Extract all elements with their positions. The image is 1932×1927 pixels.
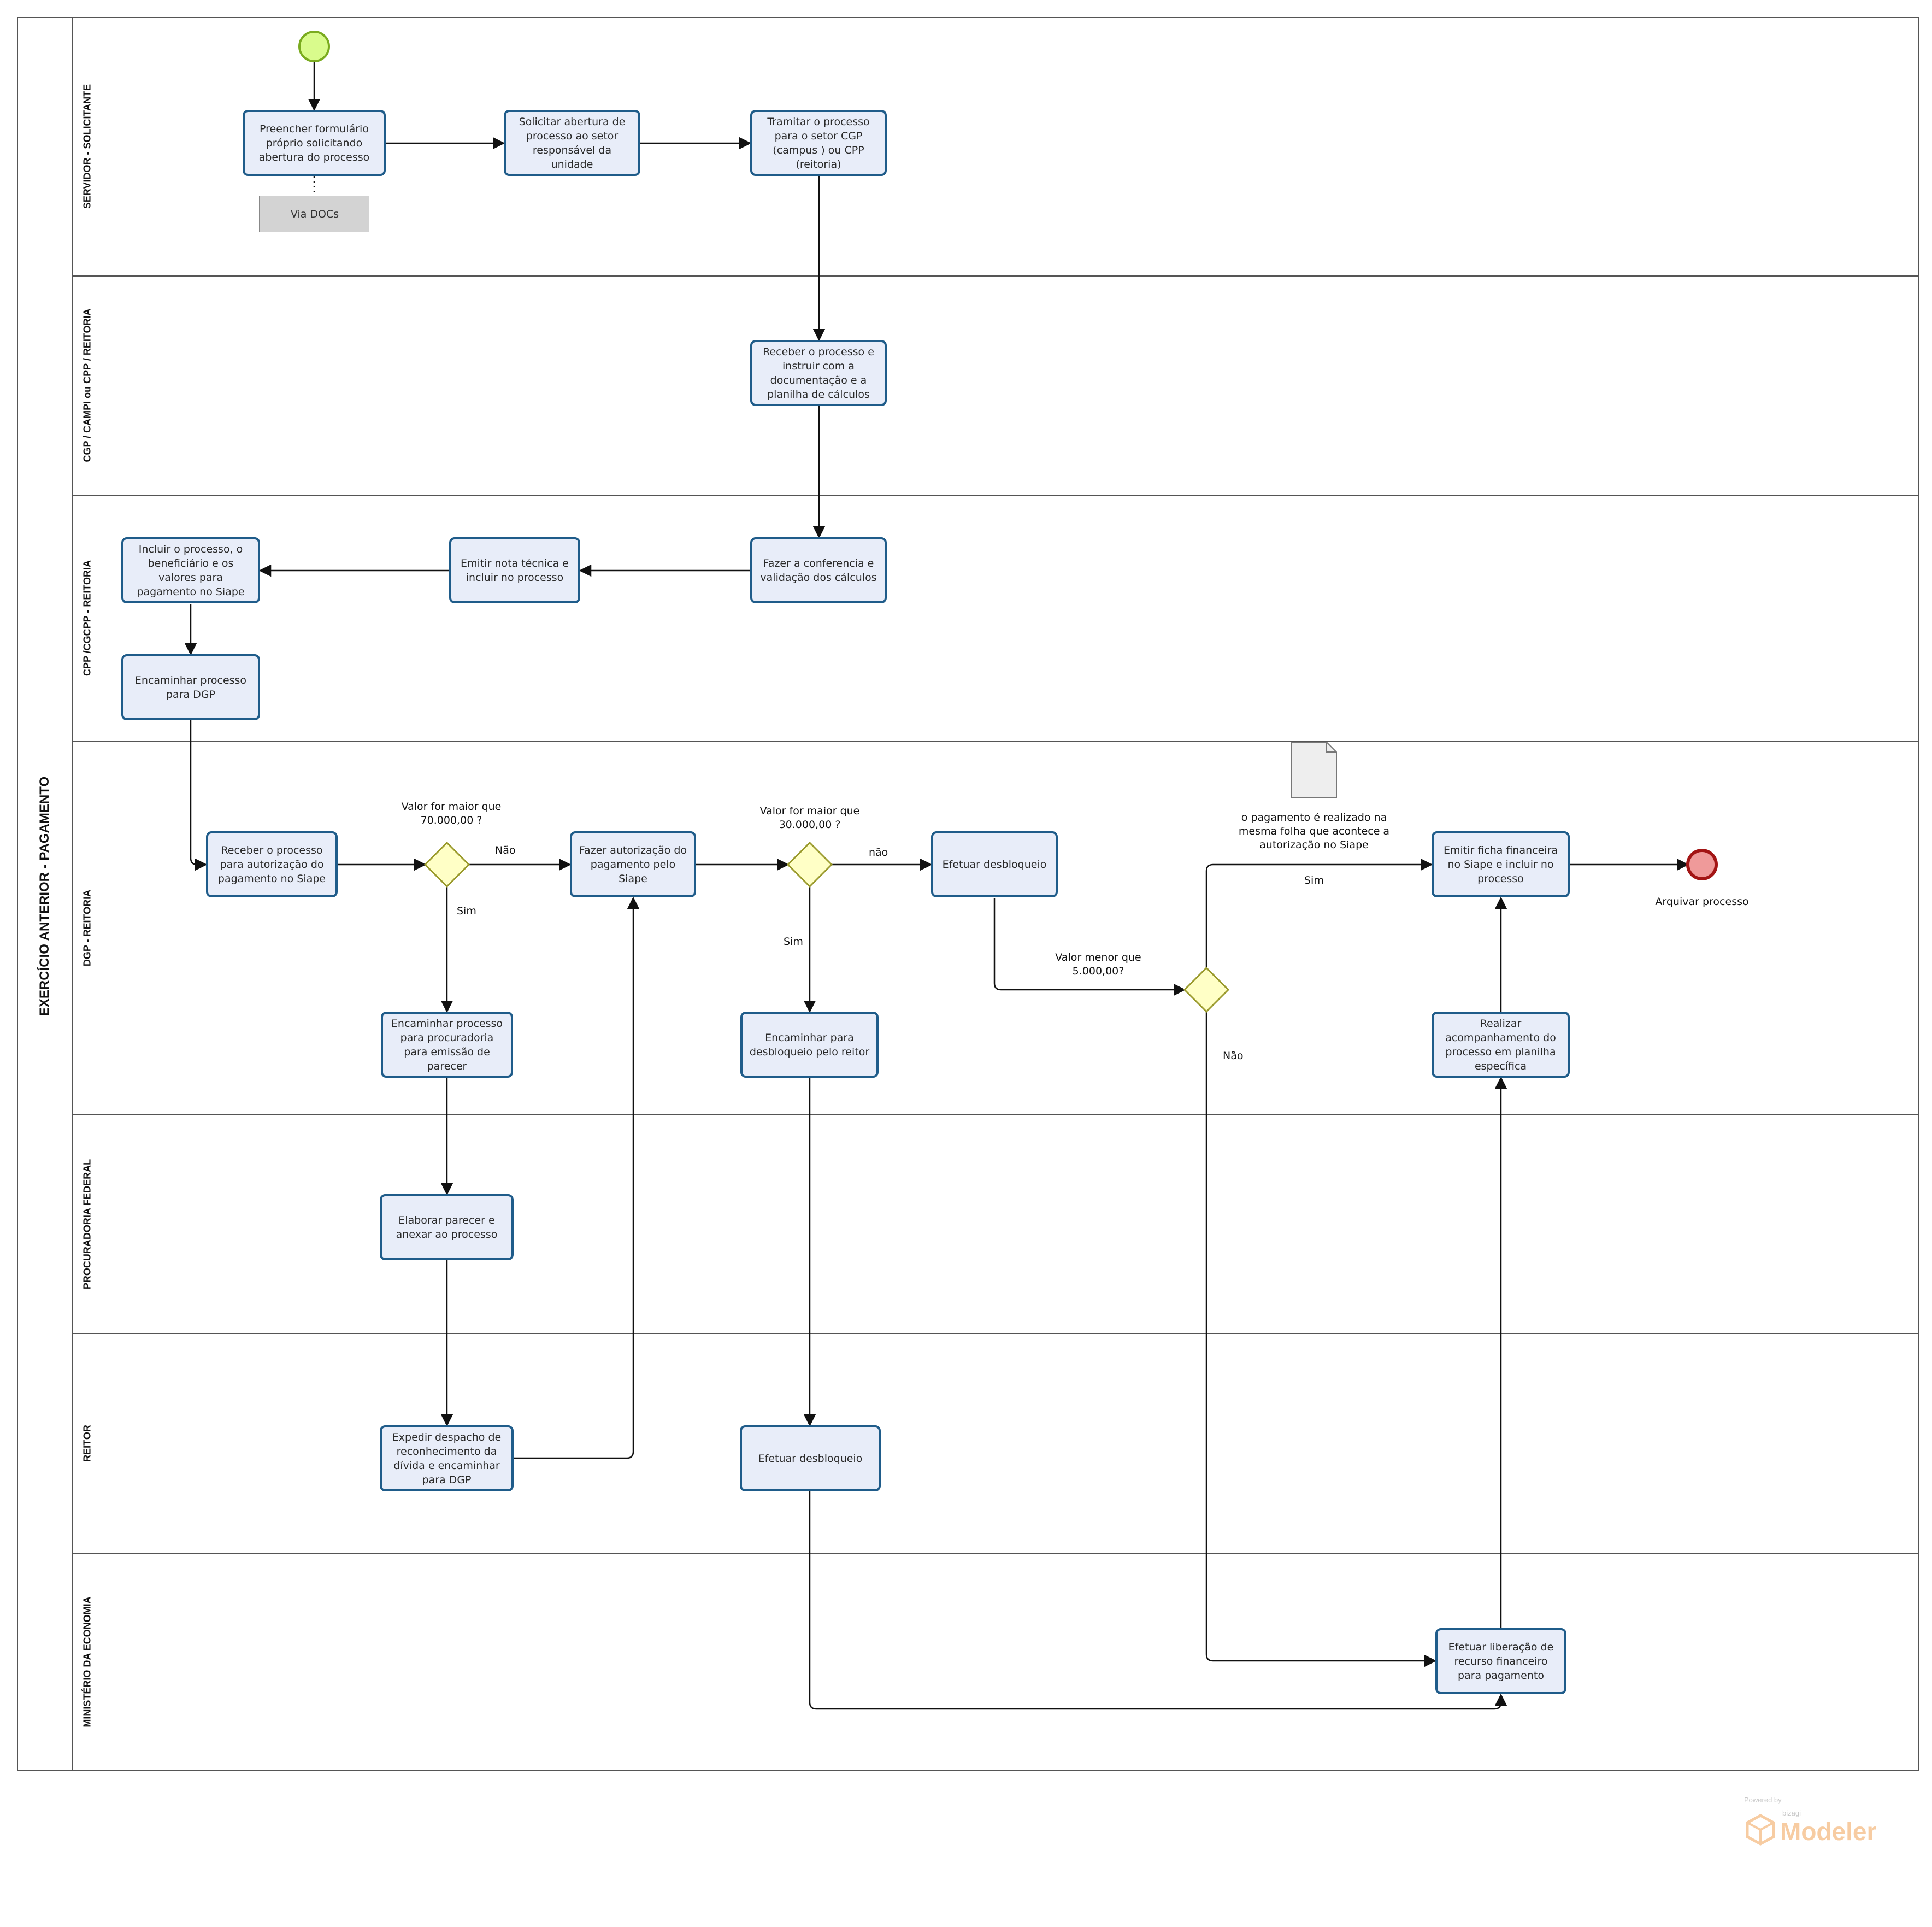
lane-label-dgp: DGP - REITORIA xyxy=(81,889,93,967)
lane-label-reitor: REITOR xyxy=(81,1425,93,1462)
lane-label-cgp-campi: CGP / CAMPI ou CPP / REITORIA xyxy=(81,308,93,462)
task-incluir-siape[interactable]: Incluir o processo, o beneficiário e os … xyxy=(121,537,260,603)
flow-g3-nao xyxy=(1205,1012,1437,1667)
flow-desbloqueio-to-g3 xyxy=(993,898,1186,996)
end-event-label: Arquivar processo xyxy=(1655,896,1749,908)
document-icon xyxy=(1291,742,1337,798)
task-encaminhar-dgp[interactable]: Encaminhar processo para DGP xyxy=(121,654,260,720)
task-emitir-ficha-financeira[interactable]: Emitir ficha financeira no Siape e inclu… xyxy=(1432,831,1570,897)
annotation-via-docs: Via DOCs xyxy=(259,196,369,232)
flow-g3-sim xyxy=(1205,858,1433,968)
bizagi-watermark: Powered by bizagi Modeler xyxy=(1744,1796,1886,1850)
watermark-powered-by: Powered by xyxy=(1744,1796,1782,1804)
watermark-brand: bizagi xyxy=(1782,1809,1801,1817)
end-event[interactable] xyxy=(1686,849,1718,880)
lane-label-servidor: SERVIDOR - SOLICITANTE xyxy=(81,84,93,209)
lane-label-procuradoria: PROCURADORIA FEDERAL xyxy=(81,1159,93,1290)
flow-expedir-to-autorizacao xyxy=(514,896,640,1459)
task-encaminhar-procuradoria[interactable]: Encaminhar processo para procuradoria pa… xyxy=(381,1012,513,1078)
task-elaborar-parecer[interactable]: Elaborar parecer e anexar ao processo xyxy=(380,1194,514,1260)
gateway-valor-30000[interactable] xyxy=(786,841,833,888)
pool-title: EXERCÍCIO ANTERIOR - PAGAMENTO xyxy=(37,776,52,1017)
flow-label-g3-nao: Não xyxy=(1223,1050,1244,1062)
flow-label-g2-sim: Sim xyxy=(784,936,803,948)
gateway-valor-70000[interactable] xyxy=(423,841,470,888)
flow-reitor-to-liberacao xyxy=(809,1491,1507,1710)
gateway-valor-5000[interactable] xyxy=(1183,966,1230,1013)
gateway-label-5000: Valor menor que 5.000,00? xyxy=(1055,951,1141,977)
flow-label-g1-nao: Não xyxy=(495,844,516,856)
task-realizar-acompanhamento[interactable]: Realizar acompanhamento do processo em p… xyxy=(1432,1012,1570,1078)
gateway-label-70000: Valor for maior que 70.000,00 ? xyxy=(401,801,502,826)
task-tramitar-processo[interactable]: Tramitar o processo para o setor CGP (ca… xyxy=(750,110,887,176)
flow-label-g2-nao: não xyxy=(869,847,888,859)
start-event[interactable] xyxy=(298,31,330,62)
task-conferencia-calculos[interactable]: Fazer a conferencia e validação dos cálc… xyxy=(750,537,887,603)
task-efetuar-desbloqueio-dgp[interactable]: Efetuar desbloqueio xyxy=(931,831,1058,897)
watermark-product: Modeler xyxy=(1780,1817,1877,1846)
task-solicitar-abertura[interactable]: Solicitar abertura de processo ao setor … xyxy=(504,110,640,176)
pool-frame xyxy=(17,17,1919,1771)
flow-encaminhar-to-receber-dgp xyxy=(190,720,208,871)
flow-label-g3-sim: Sim xyxy=(1304,874,1324,886)
task-preencher-formulario[interactable]: Preencher formulário próprio solicitando… xyxy=(243,110,386,176)
note-mesma-folha: o pagamento é realizado na mesma folha q… xyxy=(1238,812,1390,851)
task-efetuar-desbloqueio-reitor[interactable]: Efetuar desbloqueio xyxy=(740,1425,881,1491)
task-receber-autorizacao[interactable]: Receber o processo para autorização do p… xyxy=(206,831,338,897)
gateway-label-30000: Valor for maior que 30.000,00 ? xyxy=(759,805,860,831)
lane-label-ministerio: MINISTÉRIO DA ECONOMIA xyxy=(81,1596,93,1728)
lane-label-cpp-cgcpp: CPP /CGCPP - REITORIA xyxy=(81,560,93,677)
task-receber-instruir[interactable]: Receber o processo e instruir com a docu… xyxy=(750,340,887,406)
gateways xyxy=(423,841,1230,1013)
task-emitir-nota-tecnica[interactable]: Emitir nota técnica e incluir no process… xyxy=(449,537,580,603)
task-expedir-despacho[interactable]: Expedir despacho de reconhecimento da dí… xyxy=(380,1425,514,1491)
sequence-flows xyxy=(184,60,1689,1710)
task-fazer-autorizacao[interactable]: Fazer autorização do pagamento pelo Siap… xyxy=(570,831,696,897)
bizagi-cube-icon xyxy=(1746,1814,1775,1846)
flow-label-g1-sim: Sim xyxy=(457,905,476,917)
task-encaminhar-desbloqueio-reitor[interactable]: Encaminhar para desbloqueio pelo reitor xyxy=(740,1012,879,1078)
task-liberacao-recurso[interactable]: Efetuar liberação de recurso financeiro … xyxy=(1435,1628,1566,1694)
